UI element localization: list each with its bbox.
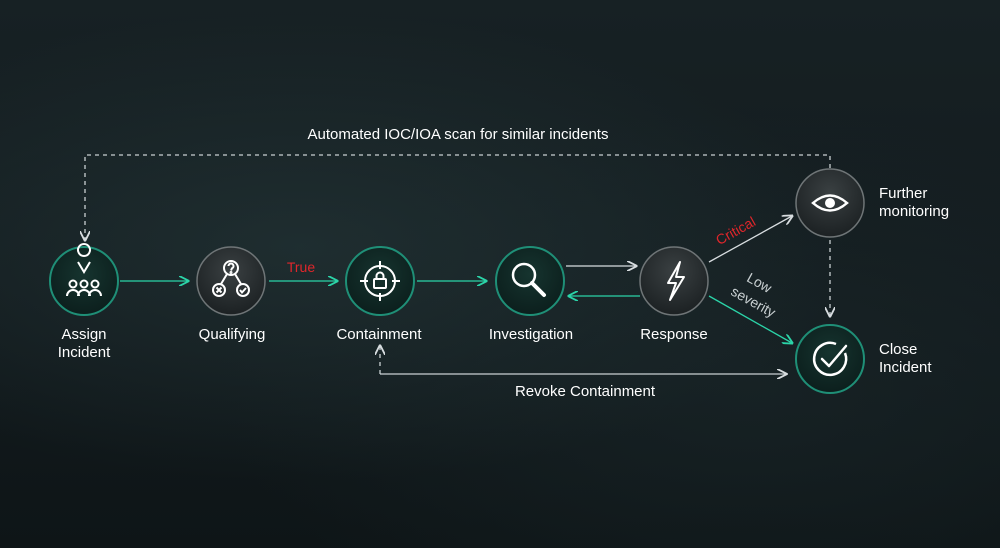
assign-incident-label: Assign Incident bbox=[58, 326, 111, 362]
close-incident-node bbox=[795, 324, 865, 394]
response-to-close-arrow bbox=[708, 295, 792, 343]
people-location-icon bbox=[66, 243, 102, 297]
further-label-line1: Further bbox=[879, 185, 928, 202]
assign-incident-node bbox=[49, 243, 119, 316]
further-monitoring-label: Further monitoring bbox=[879, 185, 949, 221]
assign-label-line2: Incident bbox=[57, 344, 111, 361]
close-label-line1: Close bbox=[879, 341, 918, 358]
magnifier-icon bbox=[511, 262, 546, 297]
auto-scan-label: Automated IOC/IOA scan for similar incid… bbox=[307, 126, 609, 143]
lock-target-icon bbox=[360, 261, 400, 301]
further-monitoring-node bbox=[795, 168, 865, 238]
true-label: True bbox=[286, 259, 316, 275]
qualifying-label: Qualifying bbox=[198, 326, 266, 343]
close-label-line2: Incident bbox=[879, 359, 932, 376]
lightning-icon bbox=[667, 261, 685, 301]
revoke-containment-label: Revoke Containment bbox=[514, 383, 656, 400]
question-decision-icon bbox=[212, 260, 250, 297]
response-node bbox=[639, 246, 709, 316]
response-to-further-arrow bbox=[708, 216, 792, 263]
low-severity-label-line2: severity bbox=[728, 283, 778, 320]
containment-node bbox=[345, 246, 415, 316]
investigation-label: Investigation bbox=[488, 326, 574, 343]
qualifying-node bbox=[196, 246, 266, 316]
critical-label: Critical bbox=[713, 213, 758, 248]
assign-label-line1: Assign bbox=[61, 326, 107, 343]
investigation-node bbox=[495, 246, 565, 316]
containment-label: Containment bbox=[336, 326, 422, 343]
further-label-line2: monitoring bbox=[879, 203, 950, 220]
revoke-containment-dashed-arrow bbox=[380, 346, 788, 375]
auto-scan-dashed-arrow bbox=[85, 154, 831, 240]
eye-icon bbox=[811, 194, 849, 212]
response-label: Response bbox=[640, 326, 708, 343]
close-incident-label: Close Incident bbox=[879, 341, 932, 377]
check-circle-icon bbox=[812, 341, 848, 377]
